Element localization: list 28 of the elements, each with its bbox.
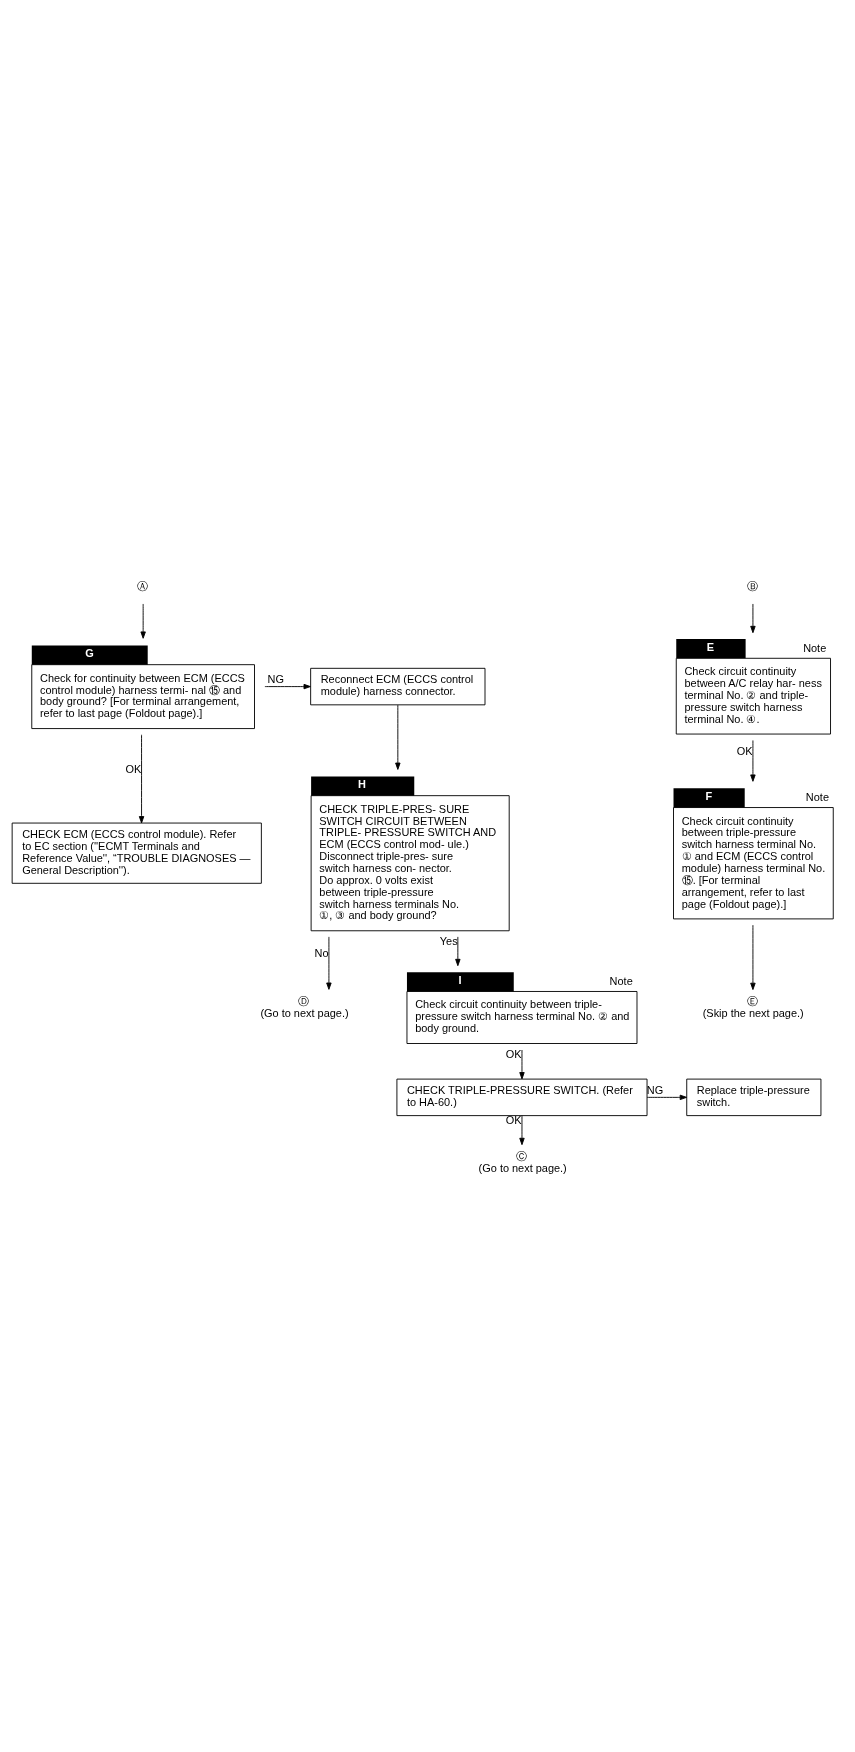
- arrow: [264, 683, 311, 690]
- arrow: [519, 1115, 525, 1146]
- node-text: Ⓑ: [747, 579, 758, 592]
- node-text: Ⓓ (Go to next page.): [260, 994, 349, 1019]
- edge-label: NG: [267, 673, 284, 686]
- arrow: [395, 704, 401, 770]
- arrow: [140, 603, 146, 639]
- edge-label: OK: [505, 1048, 522, 1061]
- edge-label: No: [314, 946, 329, 959]
- node-box: CHECK TRIPLE-PRESSURE SWITCH. (Refer to HA-60.): [396, 1078, 648, 1117]
- edge-label: NG: [646, 1084, 664, 1097]
- edge-label: Yes: [439, 934, 458, 947]
- node-box: Replace triple-pressure switch.: [686, 1078, 822, 1117]
- edge-label: OK: [125, 762, 142, 775]
- arrow: [326, 936, 332, 990]
- arrow: [646, 1094, 687, 1101]
- arrow: [519, 1049, 525, 1080]
- node-box: CHECK ECM (ECCS control module). Refer to EC section (''ECMT Terminals and Reference Value'', “TROUBLE DIAGNOSES — General Description'').: [11, 822, 262, 884]
- node-text: Ⓒ (Go to next page.): [478, 1149, 567, 1174]
- node-text: Ⓔ (Skip the next page.): [702, 994, 804, 1019]
- edge-label: OK: [736, 744, 753, 757]
- arrow: [455, 936, 461, 967]
- arrow: [750, 603, 756, 634]
- arrow: [750, 740, 756, 782]
- arrow: [138, 734, 145, 824]
- node-box: Reconnect ECM (ECCS control module) harness connector.: [310, 667, 486, 706]
- node-text: Ⓐ: [137, 579, 149, 592]
- arrow: [750, 924, 756, 991]
